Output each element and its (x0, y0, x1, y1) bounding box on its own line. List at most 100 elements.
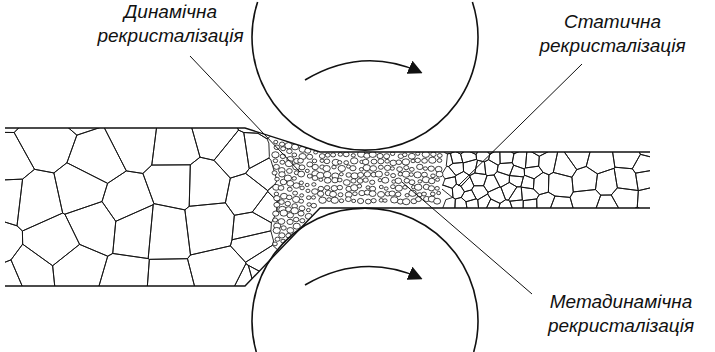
new-grain (338, 153, 342, 157)
new-grain (437, 191, 441, 194)
new-grain (383, 199, 387, 202)
grain-boundary (246, 245, 292, 288)
grain-boundary (537, 192, 555, 218)
new-grain (287, 195, 292, 200)
grain-boundary (466, 199, 479, 213)
new-grain (311, 203, 316, 208)
new-grain (338, 165, 345, 171)
strip-outline (5, 208, 650, 286)
process-label: Статична рекристалізація (530, 10, 695, 58)
grain-boundary (442, 197, 455, 211)
new-grain (272, 152, 279, 158)
new-grain (279, 200, 285, 205)
grain-boundary (510, 165, 525, 177)
grain-boundary (102, 171, 154, 221)
top-roll (252, 2, 478, 150)
new-grain (351, 173, 358, 179)
new-grain (357, 198, 363, 203)
new-grain (346, 173, 351, 178)
new-grain (292, 153, 297, 157)
leader-line (402, 182, 532, 294)
new-grain (323, 165, 330, 171)
grain-boundary (659, 192, 684, 210)
grain-boundary (643, 90, 678, 149)
new-grain (307, 174, 312, 178)
new-grain (298, 171, 305, 177)
grain-boundary (510, 200, 523, 213)
grain-structure (0, 90, 700, 320)
new-grain (409, 167, 414, 171)
new-grain (291, 208, 299, 214)
new-grain (324, 159, 330, 164)
new-grain (391, 185, 396, 189)
new-grain (436, 178, 440, 181)
new-grain (369, 191, 376, 197)
grain-boundary (225, 173, 267, 215)
new-grain (384, 187, 388, 190)
new-grain (300, 186, 304, 190)
new-grain (422, 192, 427, 196)
new-grain (278, 219, 285, 225)
new-grain (404, 166, 409, 170)
new-grain (345, 197, 351, 202)
new-grain (323, 172, 331, 178)
grain-boundary (668, 167, 700, 194)
grain-boundary (148, 204, 190, 260)
new-grain (272, 171, 277, 175)
grain-boundary (461, 190, 476, 202)
new-grain (273, 227, 280, 233)
grain-boundary (636, 170, 661, 191)
new-grain (429, 157, 436, 163)
grain-boundary (445, 96, 456, 154)
new-grain (343, 180, 350, 186)
new-grain (293, 191, 298, 195)
grain-boundary (67, 126, 126, 183)
new-grain (279, 172, 285, 177)
grain-boundary (486, 213, 507, 320)
new-grain (434, 198, 441, 204)
new-grain (384, 154, 390, 159)
new-grain (391, 174, 396, 178)
grain-boundary (533, 172, 548, 194)
new-grain (382, 177, 389, 183)
new-grain (415, 158, 420, 163)
new-grain (344, 161, 349, 165)
new-grain (327, 198, 332, 202)
grain-boundary (473, 90, 490, 151)
new-grain (273, 242, 278, 246)
grain-boundary (548, 172, 573, 197)
grain-boundary (586, 151, 615, 174)
new-grain (378, 165, 383, 169)
new-grain (385, 159, 390, 163)
new-grain (395, 185, 402, 191)
grain-boundary (187, 90, 236, 122)
grain-boundary (488, 187, 506, 204)
new-grain (332, 165, 336, 169)
new-grain (324, 186, 329, 190)
grain-boundary (0, 179, 23, 226)
grain-boundary (149, 295, 198, 320)
new-grain (287, 219, 293, 224)
grain-boundary (545, 211, 575, 242)
new-grain (418, 180, 422, 183)
grain-boundary (105, 291, 151, 320)
grain-boundary (541, 90, 590, 150)
new-grain (402, 159, 410, 165)
new-grain (324, 178, 331, 184)
grain-boundary (113, 205, 153, 259)
grain-boundary (484, 175, 500, 192)
new-grain (339, 173, 343, 176)
new-grain (409, 180, 415, 185)
new-grain (287, 169, 293, 174)
new-grain (280, 160, 285, 164)
new-grain (300, 194, 304, 197)
new-grain (385, 172, 389, 176)
new-grain (437, 159, 442, 163)
new-grain (281, 226, 286, 230)
grain-boundary (486, 126, 497, 154)
grain-boundary (494, 172, 509, 188)
grain-boundary (449, 162, 464, 175)
new-grain (358, 172, 364, 177)
new-grain (305, 169, 309, 172)
